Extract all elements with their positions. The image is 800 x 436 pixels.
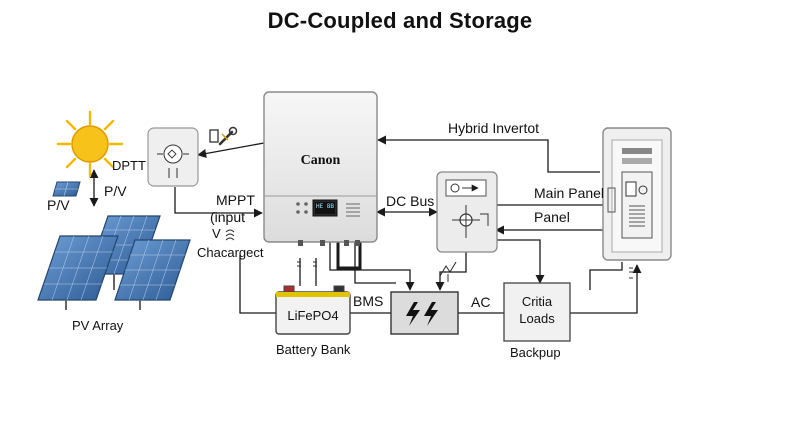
- critical-loads-box: [503, 282, 571, 342]
- mppt-label: MPPT: [216, 192, 255, 208]
- inverter-brand: Canon: [300, 153, 341, 168]
- sun-icon: [56, 110, 124, 178]
- meter-icon: [439, 261, 457, 282]
- pv-label-right: P/V: [104, 183, 127, 199]
- dc-bus-junction-box: [436, 171, 498, 253]
- connection-lines: [89, 135, 642, 314]
- critical-loads-line2: Loads: [519, 311, 555, 326]
- battery-chem-label: LiFePO4: [287, 308, 339, 323]
- input-label: (input: [210, 209, 246, 225]
- diagram-title: DC-Coupled and Storage: [267, 8, 533, 33]
- pv-array-icon: [37, 215, 191, 310]
- battery-bank-device: [275, 285, 351, 335]
- bms-label: BMS: [353, 293, 384, 309]
- hybrid-inverter-device: [263, 91, 378, 246]
- hybrid-inverter-label: Hybrid Invertot: [448, 120, 540, 136]
- dptt-controller-icon: [147, 127, 199, 187]
- small-pv-module: [52, 181, 81, 197]
- pv-label-left: P/V: [47, 197, 70, 213]
- panel-label: Panel: [534, 209, 570, 225]
- pv-array-label: PV Array: [72, 318, 124, 333]
- dptt-label: DPTT: [112, 158, 146, 173]
- chacargect-label: Chacargect: [197, 245, 264, 260]
- critical-loads-line1: Critia: [521, 294, 553, 309]
- battery-bank-label: Battery Bank: [276, 342, 351, 357]
- main-panel-device: [602, 127, 672, 261]
- inverter-display: HE 8B: [315, 203, 335, 210]
- v-label: V: [212, 226, 221, 241]
- wrench-icon: [209, 126, 238, 146]
- lightning-icon: [390, 291, 459, 335]
- main-panel-label: Main Panel: [534, 185, 605, 201]
- ac-label: AC: [471, 294, 491, 310]
- backup-label: Backpup: [510, 345, 561, 360]
- dc-bus-label: DC Bus: [386, 193, 435, 209]
- terminal-glyphs: [225, 229, 633, 279]
